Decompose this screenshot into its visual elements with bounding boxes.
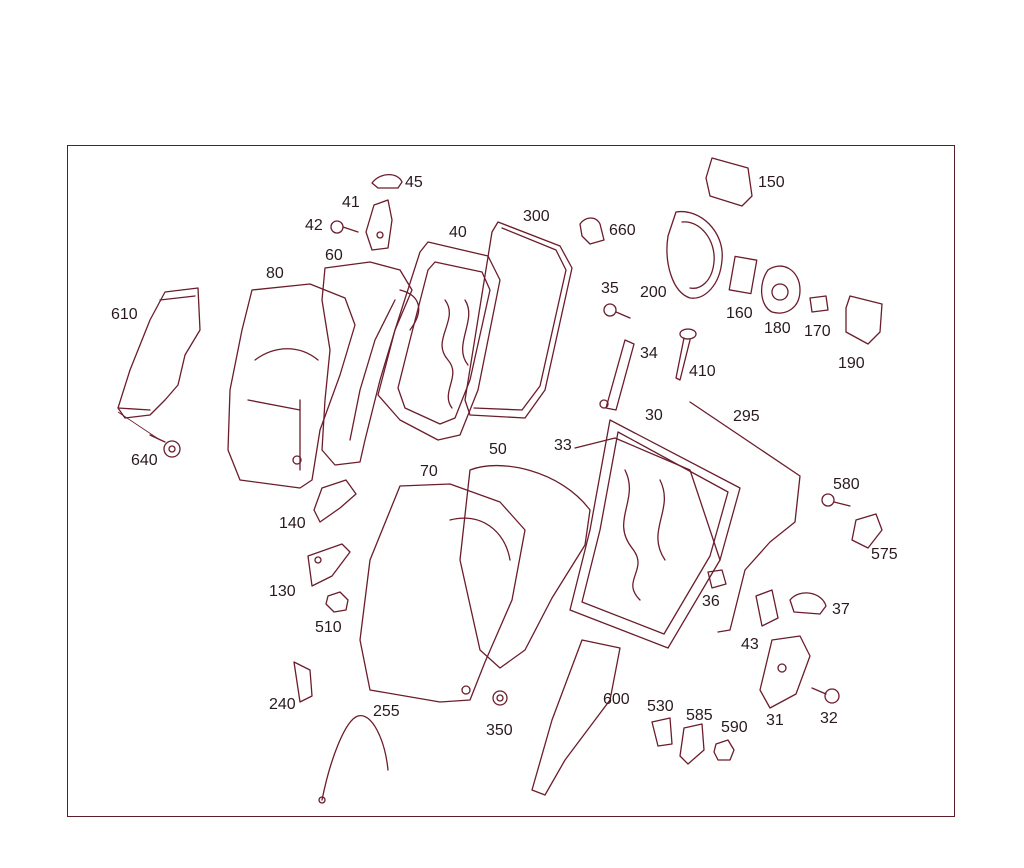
label-300: 300 — [523, 208, 550, 225]
part-70-seat-cover — [359, 483, 526, 703]
label-660: 660 — [609, 222, 636, 239]
part-31-mechanism — [759, 635, 811, 709]
label-50: 50 — [489, 441, 507, 458]
label-410: 410 — [689, 363, 716, 380]
part-43-plate — [755, 589, 779, 627]
part-640-bolt — [149, 434, 181, 458]
part-150-plate — [705, 157, 753, 207]
label-70: 70 — [420, 463, 438, 480]
part-350-ring — [492, 690, 508, 706]
part-240-clip — [293, 661, 313, 703]
label-40: 40 — [449, 224, 467, 241]
label-610: 610 — [111, 306, 138, 323]
part-40-backrest-frame — [377, 241, 501, 441]
label-295: 295 — [733, 408, 760, 425]
part-34-bracket — [599, 339, 635, 411]
part-590-nut — [713, 739, 735, 761]
label-575: 575 — [871, 546, 898, 563]
label-510: 510 — [315, 619, 342, 636]
part-42-screw — [330, 220, 359, 234]
part-600-side-trim — [531, 639, 621, 796]
part-37-cap — [789, 592, 827, 615]
label-160: 160 — [726, 305, 753, 322]
label-60: 60 — [325, 247, 343, 264]
part-530-grommet — [651, 717, 673, 747]
part-45-clip — [371, 173, 403, 189]
diagram-frame — [67, 145, 955, 817]
part-575-clip — [851, 513, 883, 549]
label-255: 255 — [373, 703, 400, 720]
label-150: 150 — [758, 174, 785, 191]
part-80-backrest-cover — [227, 283, 356, 489]
label-35: 35 — [601, 280, 619, 297]
part-140-bracket — [313, 479, 357, 523]
label-36: 36 — [702, 593, 720, 610]
part-660-clip — [579, 217, 605, 245]
label-600: 600 — [603, 691, 630, 708]
label-180: 180 — [764, 320, 791, 337]
label-37: 37 — [832, 601, 850, 618]
label-130: 130 — [269, 583, 296, 600]
label-42: 42 — [305, 217, 323, 234]
label-33: 33 — [554, 437, 572, 454]
part-32-screw — [811, 687, 840, 704]
label-640: 640 — [131, 452, 158, 469]
label-41: 41 — [342, 194, 360, 211]
label-585: 585 — [686, 707, 713, 724]
part-180-wheel — [761, 265, 801, 314]
label-32: 32 — [820, 710, 838, 727]
label-30: 30 — [645, 407, 663, 424]
label-590: 590 — [721, 719, 748, 736]
part-580-screw — [821, 493, 851, 507]
label-170: 170 — [804, 323, 831, 340]
part-510-nut — [325, 591, 349, 613]
part-200-guide-cover — [666, 210, 723, 299]
label-140: 140 — [279, 515, 306, 532]
label-31: 31 — [766, 712, 784, 729]
part-60-backrest-pad — [321, 261, 420, 466]
part-585-clip — [679, 723, 705, 765]
label-80: 80 — [266, 265, 284, 282]
part-36-clip — [707, 569, 727, 589]
label-43: 43 — [741, 636, 759, 653]
label-34: 34 — [640, 345, 658, 362]
part-255-wire — [318, 715, 389, 804]
part-130-bracket — [307, 543, 351, 587]
label-530: 530 — [647, 698, 674, 715]
part-41-latch — [365, 199, 393, 251]
part-30-seat-frame — [569, 419, 741, 649]
part-170-screw — [809, 295, 829, 313]
part-610-side-bolster — [117, 287, 201, 419]
label-350: 350 — [486, 722, 513, 739]
part-300-seal-outline — [464, 221, 573, 419]
part-160-nut — [728, 255, 758, 295]
part-50-seat-pad — [459, 464, 591, 669]
part-190-cover — [845, 295, 883, 345]
part-410-pin — [675, 328, 697, 381]
label-200: 200 — [640, 284, 667, 301]
label-190: 190 — [838, 355, 865, 372]
part-33-wire — [574, 437, 721, 561]
part-295-wire-outline — [689, 401, 801, 633]
label-580: 580 — [833, 476, 860, 493]
label-240: 240 — [269, 696, 296, 713]
part-35-screw — [603, 303, 631, 319]
label-45: 45 — [405, 174, 423, 191]
